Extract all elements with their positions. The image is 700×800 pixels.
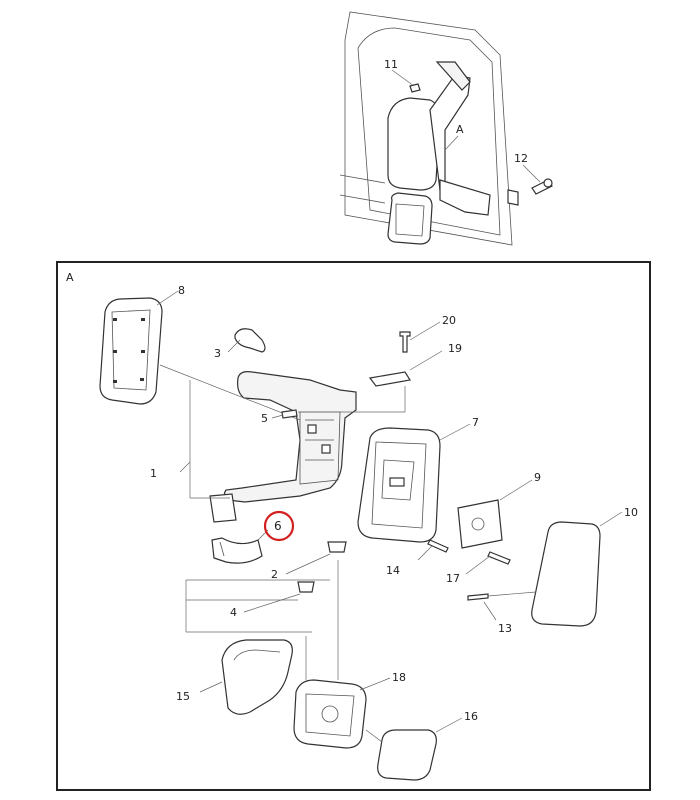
detail-view-label: A [66,271,74,284]
part-1-arm-assembly [159,364,357,523]
callout-2: 2 [271,568,278,581]
callout-7: 7 [472,416,479,429]
part-10-mirror-glass [531,511,623,627]
callout-13: 13 [498,622,512,635]
callout-9: 9 [534,471,541,484]
part-17-screw [465,551,511,575]
callout-8: 8 [178,284,185,297]
vehicle-overview [339,11,553,246]
part-15-lower-cover [199,639,293,715]
part-14-screw [417,539,449,561]
callout-10: 10 [624,506,638,519]
callout-16: 16 [464,710,478,723]
overview-view-ref: A [456,123,464,136]
part-18-lower-frame [293,560,391,749]
detail-frame [56,261,651,791]
callout-11: 11 [384,58,398,71]
callout-3: 3 [214,347,221,360]
callout-12: 12 [514,152,528,165]
highlight-circle [263,510,295,542]
group-bracket [185,579,330,633]
callout-6: 6 [274,519,282,533]
callout-20: 20 [442,314,456,327]
part-8-rear-cover [99,290,179,405]
part-6-bracket [211,529,269,564]
part-7-mirror-frame [357,423,471,543]
callout-18: 18 [392,671,406,684]
callout-14: 14 [386,564,400,577]
part-2-clip [285,541,347,575]
part-19-clip [298,350,443,413]
callout-19: 19 [448,342,462,355]
part-13-screw [467,591,537,621]
part-16-lower-glass [365,717,463,781]
callout-5: 5 [261,412,268,425]
part-4-clip [243,581,315,613]
part-5-screw [271,409,298,419]
callout-4: 4 [230,606,237,619]
part-9-mounting-plate [457,479,533,549]
callout-15: 15 [176,690,190,703]
part-20-bolt [399,321,441,353]
callout-17: 17 [446,572,460,585]
callout-1: 1 [150,467,157,480]
part-3-gasket [227,328,266,353]
